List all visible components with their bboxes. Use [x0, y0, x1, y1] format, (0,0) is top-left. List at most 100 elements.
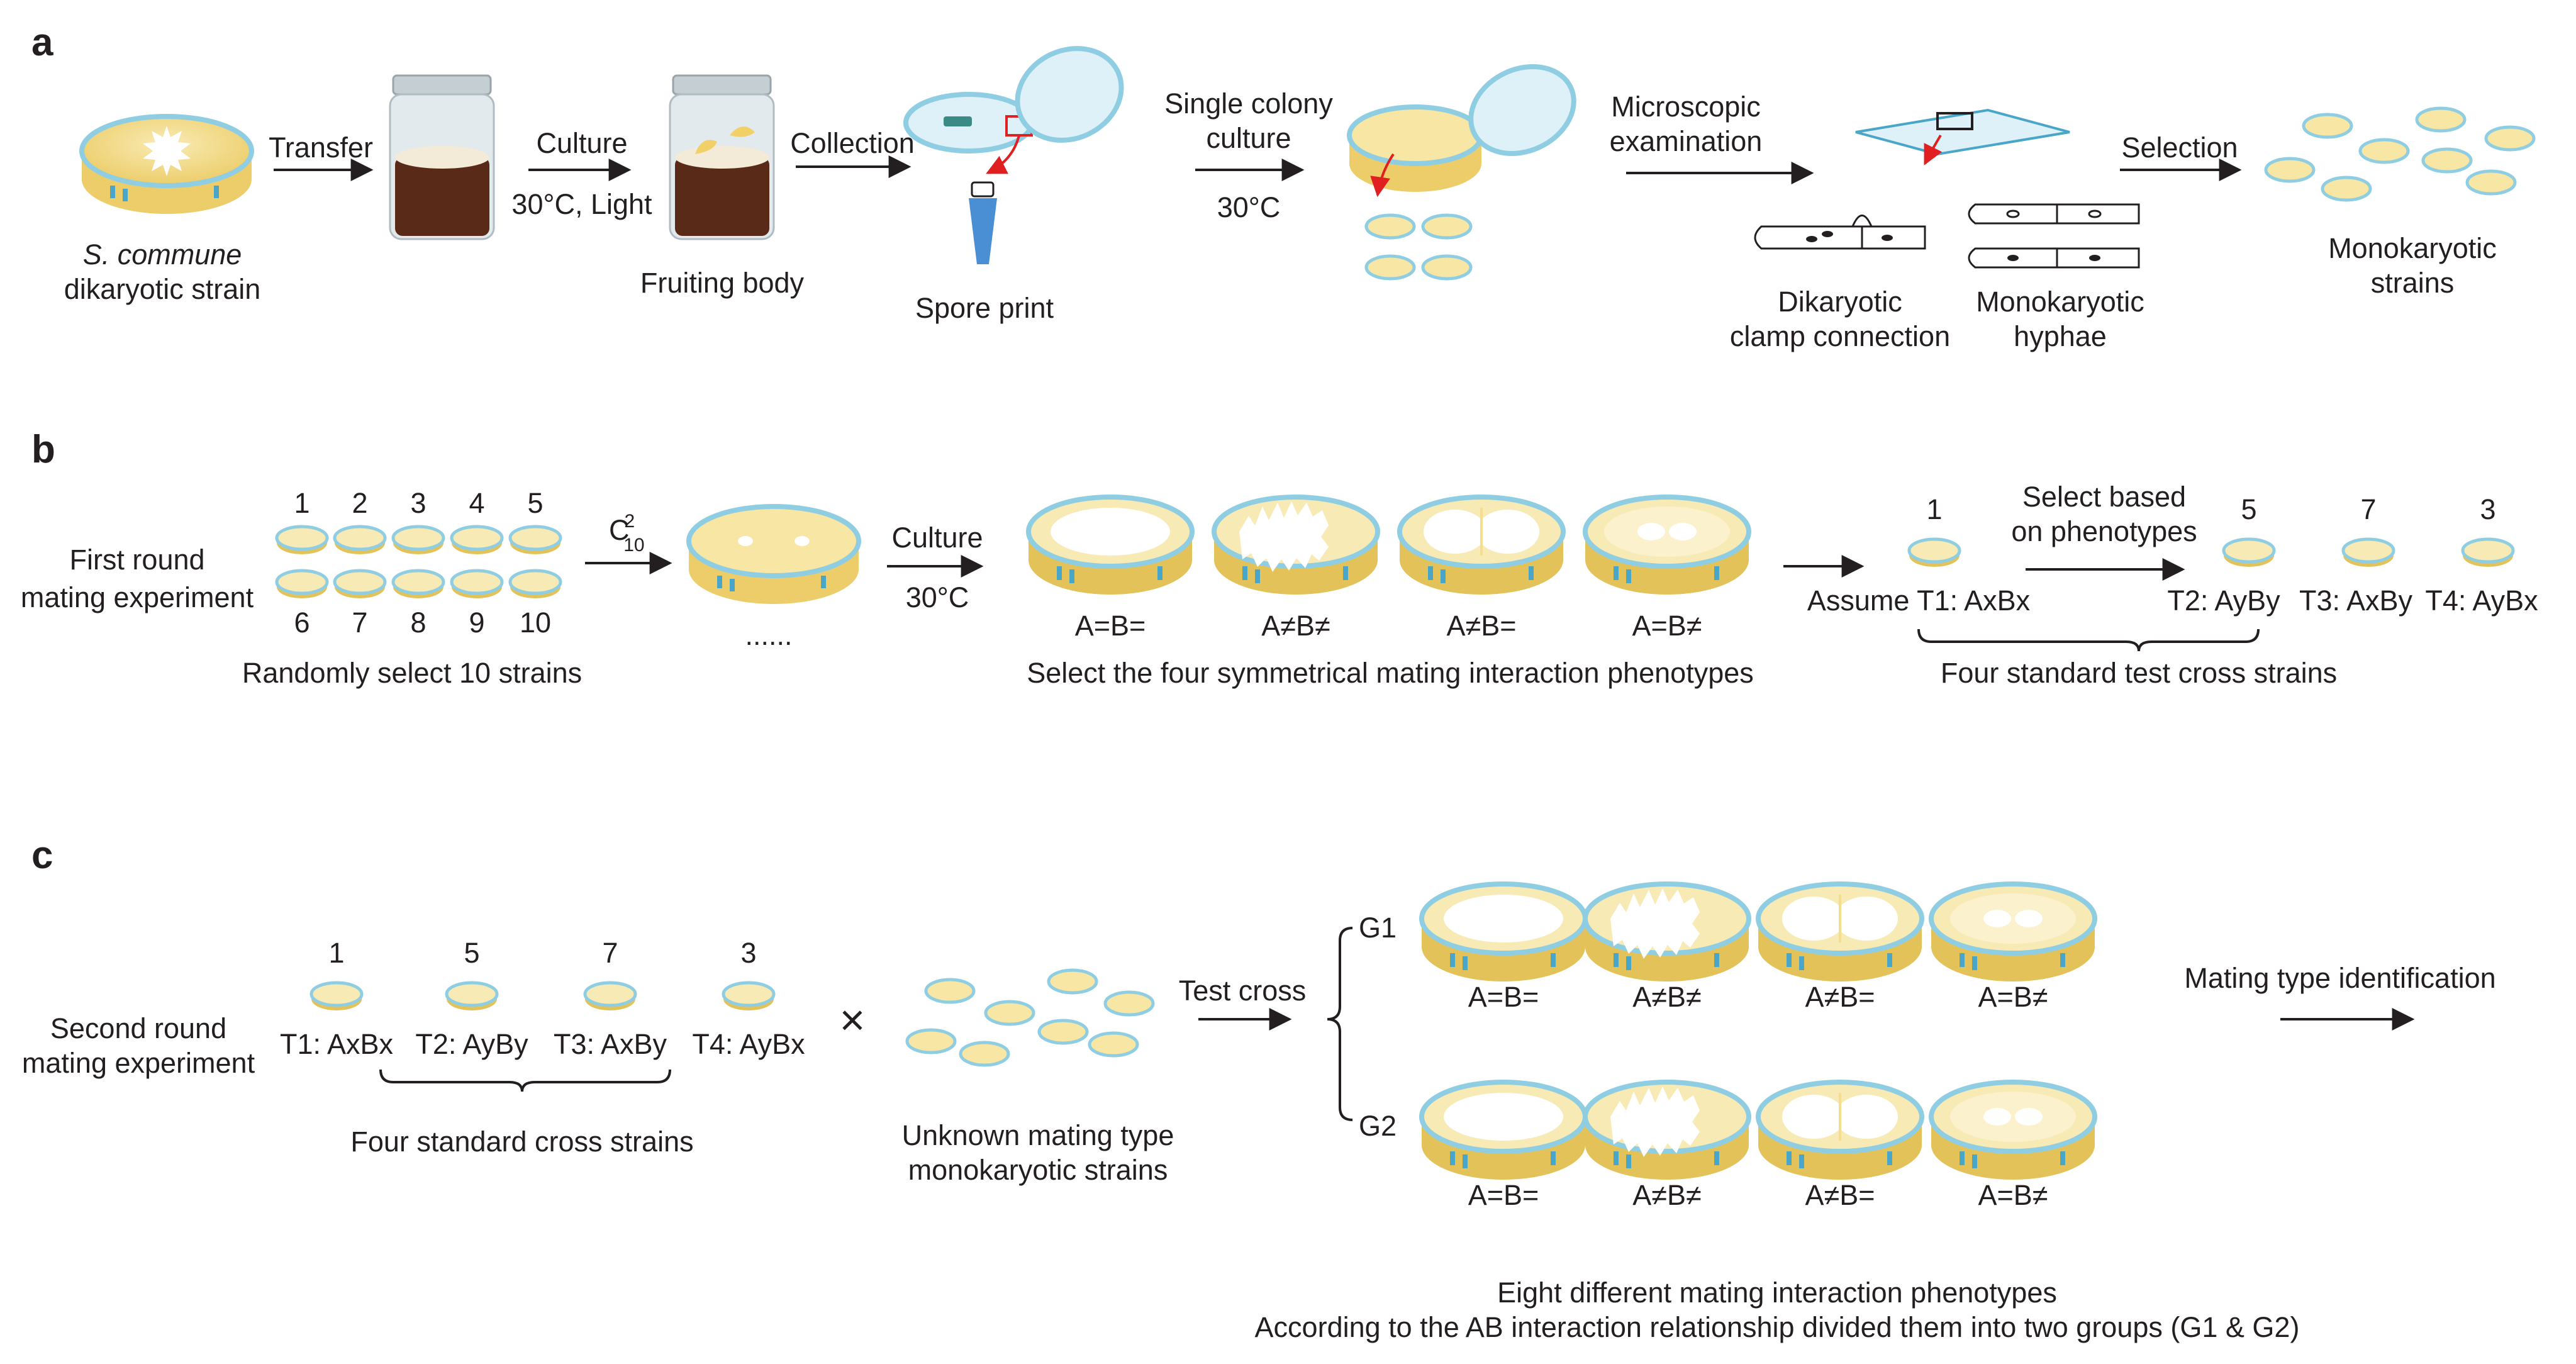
b-t-label-2: T2: AyBy — [2167, 584, 2280, 617]
g1-phenotype-label-3: A≠B= — [1805, 981, 1875, 1013]
group-bracket — [1327, 927, 1353, 1121]
c-t-label-3: T3: AxBy — [554, 1028, 667, 1060]
strain-number-5: 5 — [527, 487, 543, 519]
second-round-line2: mating experiment — [22, 1047, 255, 1079]
b-brace — [1917, 629, 2260, 652]
c-t-label-4: T4: AyBx — [692, 1028, 805, 1060]
g2-phenotype-dish-1 — [1419, 1080, 1588, 1180]
collection-tube — [969, 181, 997, 264]
g1-phenotype-dish-4 — [1929, 881, 2097, 981]
strain-dish-8 — [391, 569, 445, 598]
strain-dish-7 — [333, 569, 387, 598]
c-t-label-2: T2: AyBy — [415, 1028, 528, 1060]
spore-print-label: Spore print — [915, 292, 1054, 324]
strain-dish-6 — [275, 569, 329, 598]
b-culture-label: Culture — [891, 522, 983, 554]
panel-label-a: a — [31, 21, 53, 64]
dikaryotic-line1: Dikaryotic — [1778, 286, 1902, 318]
g2-label: G2 — [1359, 1110, 1397, 1142]
strain-dish-10 — [508, 569, 562, 598]
b-phenotype-dish-1 — [1026, 495, 1195, 595]
b-t-dish-4 — [2461, 537, 2515, 567]
b-t-label-4: T4: AyBx — [2425, 584, 2538, 617]
fruiting-body-label: Fruiting body — [640, 267, 805, 299]
strain-number-9: 9 — [469, 607, 484, 639]
assume-number: 1 — [1926, 493, 1942, 525]
b-t-number-2: 5 — [2241, 493, 2256, 525]
assume-strain-dish — [1907, 537, 1961, 567]
first-round-line2: mating experiment — [21, 581, 254, 613]
c-four-standard-label: Four standard cross strains — [350, 1126, 693, 1158]
c-t-number-1: 1 — [328, 937, 344, 969]
single-colony-temp: 30°C — [1217, 191, 1281, 223]
strain-dish-3 — [391, 525, 445, 554]
b-four-standard-label: Four standard test cross strains — [1941, 657, 2337, 689]
species-label: S. commune — [83, 238, 242, 271]
monokaryotic-line2: hyphae — [2014, 320, 2107, 352]
strain-dish-1 — [275, 525, 329, 554]
strain-number-3: 3 — [410, 487, 426, 519]
pairing-dish — [686, 504, 861, 604]
g2-phenotype-dish-3 — [1756, 1080, 1924, 1180]
b-phenotype-label-2: A≠B≠ — [1261, 610, 1330, 642]
collection-label: Collection — [790, 127, 915, 159]
monokaryotic-strains-dishes — [2264, 106, 2536, 202]
g2-phenotype-label-2: A≠B≠ — [1632, 1179, 1701, 1211]
culture-label: Culture — [536, 127, 627, 159]
g2-phenotype-dish-4 — [1929, 1080, 2097, 1180]
combination-base: C — [609, 514, 630, 546]
first-round-line1: First round — [69, 544, 204, 576]
g2-phenotype-label-3: A≠B= — [1805, 1179, 1875, 1211]
b-phenotype-dish-3 — [1397, 495, 1566, 595]
b-phenotype-dishes: A=B=A≠B≠A≠B=A=B≠ — [1026, 495, 1751, 642]
panel-label-b: b — [31, 428, 55, 471]
test-cross-label: Test cross — [1179, 975, 1307, 1007]
b-phenotype-dish-4 — [1583, 495, 1751, 595]
dikaryotic-line2: clamp connection — [1730, 320, 1950, 352]
g2-phenotype-dish-2 — [1583, 1080, 1751, 1180]
microscopic-line1: Microscopic — [1611, 91, 1761, 123]
strain-number-7: 7 — [352, 607, 367, 639]
culture-conditions: 30°C, Light — [511, 188, 652, 220]
culture-jar — [389, 74, 495, 240]
monokaryotic-hyphae — [1968, 203, 2140, 269]
assume-label: Assume T1: AxBx — [1807, 584, 2031, 617]
g1-label: G1 — [1359, 912, 1397, 944]
g1-phenotype-dish-3 — [1756, 881, 1924, 981]
c-t-dish-1 — [309, 981, 364, 1010]
microscope-slide — [1855, 108, 2070, 165]
dikaryotic-strain-dish — [79, 114, 254, 214]
cross-symbol: × — [840, 995, 866, 1044]
strain-dish-9 — [450, 569, 504, 598]
eight-phenotypes-line2: According to the AB interaction relation… — [1255, 1311, 2300, 1343]
g1-phenotype-label-4: A=B≠ — [1978, 981, 2048, 1013]
unknown-line1: Unknown mating type — [902, 1119, 1174, 1151]
strain-dish-5 — [508, 525, 562, 554]
select-based-line2: on phenotypes — [2011, 515, 2197, 547]
unknown-strain-dishes — [905, 968, 1155, 1067]
c-t-number-2: 5 — [464, 937, 479, 969]
strain-number-10: 10 — [520, 607, 551, 639]
fruiting-body-jar — [669, 74, 775, 240]
b-phenotype-label-1: A=B= — [1075, 610, 1146, 642]
strain-label: dikaryotic strain — [64, 273, 261, 305]
strain-dish-4 — [450, 525, 504, 554]
b-t-number-3: 7 — [2360, 493, 2376, 525]
strain-number-6: 6 — [294, 607, 309, 639]
g2-phenotype-label-1: A=B= — [1468, 1179, 1539, 1211]
g1-phenotype-label-1: A=B= — [1468, 981, 1539, 1013]
c-t-number-4: 3 — [740, 937, 756, 969]
combination-superscript: 2 — [625, 511, 635, 532]
transfer-label: Transfer — [269, 131, 373, 164]
g1-phenotype-dish-1 — [1419, 881, 1588, 981]
strain-number-8: 8 — [410, 607, 426, 639]
single-colony-line1: Single colony — [1164, 87, 1333, 120]
b-t-number-4: 3 — [2480, 493, 2495, 525]
mono-strains-line2: strains — [2371, 267, 2455, 299]
b-t-dish-3 — [2341, 537, 2395, 567]
second-round-line1: Second round — [50, 1012, 226, 1044]
c-t-dish-3 — [583, 981, 637, 1010]
b-phenotype-dish-2 — [1212, 495, 1380, 595]
